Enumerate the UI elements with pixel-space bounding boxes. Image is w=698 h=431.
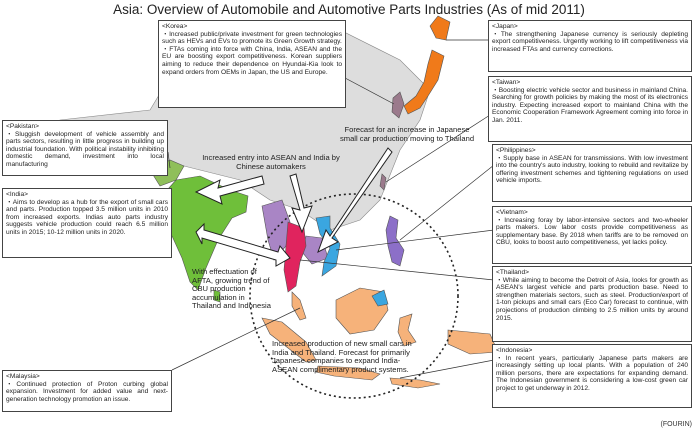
thailand-header: <Thailand> [496, 269, 529, 276]
philippines-header: <Philippines> [496, 147, 536, 154]
korea-box: <Korea> ・Increased public/private invest… [158, 20, 346, 108]
korea-text: ・Increased public/private investment for… [162, 30, 342, 76]
japan-landmass [403, 15, 451, 115]
taiwan-text: ・Boosting electric vehicle sector and bu… [492, 86, 688, 124]
vietnam-leader-line [335, 229, 495, 251]
taiwan-landmass [379, 173, 387, 191]
japan-forecast-annotation: Forecast for an increase in Japanese sma… [339, 125, 475, 143]
india-text: ・Aims to develop as a hub for the export… [6, 198, 168, 236]
japan-text: ・The strengthening Japanese currency is … [492, 30, 688, 53]
thailand-box: <Thailand> ・While aiming to become the D… [492, 266, 692, 342]
taiwan-header: <Taiwan> [492, 79, 521, 86]
afta-annotation: With effectuation of AFTA, growing trend… [192, 267, 271, 311]
japan-header: <Japan> [492, 23, 518, 30]
pakistan-box: <Pakistan> ・Sluggish development of vehi… [2, 120, 168, 176]
philippines-text: ・Supply base in ASEAN for transmissions.… [496, 154, 688, 185]
taiwan-box: <Taiwan> ・Boosting electric vehicle sect… [488, 76, 692, 142]
source-credit: (FOURIN) [660, 421, 693, 428]
malaysia-text: ・Continued protection of Proton curbing … [6, 380, 168, 403]
india-box: <India> ・Aims to develop as a hub for th… [2, 188, 172, 258]
malaysia-peninsula-landmass [291, 291, 307, 321]
china-to-asean-arrow [289, 173, 313, 234]
india-thailand-annotation: Increased production of new small cars i… [272, 339, 412, 374]
philippines-box: <Philippines> ・Supply base in ASEAN for … [492, 144, 692, 202]
sabah-landmass [371, 289, 389, 307]
indonesia-text: ・In recent years, particularly Japanese … [496, 354, 688, 392]
sumatra-landmass [261, 317, 317, 363]
china-to-india-arrow [194, 175, 265, 205]
page-title: Asia: Overview of Automobile and Automot… [113, 2, 585, 17]
japan-box: <Japan> ・The strengthening Japanese curr… [488, 20, 692, 72]
taiwan-leader-line [385, 114, 491, 183]
vietnam-text: ・Increasing foray by labor-intensive sec… [496, 216, 688, 247]
malaysia-leader-line [171, 307, 301, 371]
indonesia-leader-line [399, 359, 495, 379]
java-landmass [315, 365, 381, 381]
papua-landmass [447, 329, 499, 355]
philippines-leader-line [399, 164, 495, 241]
pakistan-text: ・Sluggish development of vehicle assembl… [6, 130, 164, 168]
indonesia-header: <Indonesia> [496, 347, 533, 354]
thailand-text: ・While aiming to become the Detroit of A… [496, 276, 688, 322]
indonesia-box: <Indonesia> ・In recent years, particular… [492, 344, 692, 408]
vietnam-header: <Vietnam> [496, 209, 528, 216]
sri-lanka-landmass [213, 289, 221, 303]
philippines-landmass [385, 215, 405, 267]
pakistan-header: <Pakistan> [6, 123, 39, 130]
malaysia-header: <Malaysia> [6, 373, 40, 380]
korea-header: <Korea> [162, 23, 188, 30]
asean-region-dotted-circle [249, 193, 459, 399]
korea-landmass [391, 91, 405, 119]
china-entry-annotation: Increased entry into ASEAN and India by … [202, 153, 340, 171]
thailand-leader-line [299, 259, 495, 281]
japan-to-thailand-arrow [317, 147, 393, 254]
malaysia-box: <Malaysia> ・Continued protection of Prot… [2, 370, 172, 412]
india-header: <India> [6, 191, 28, 198]
vietnam-box: <Vietnam> ・Increasing foray by labor-int… [492, 206, 692, 264]
lesser-sunda-landmass [389, 377, 441, 389]
sulawesi-landmass [397, 313, 417, 347]
pakistan-leader-line [167, 151, 171, 169]
india-thailand-double-arrow [195, 222, 291, 267]
